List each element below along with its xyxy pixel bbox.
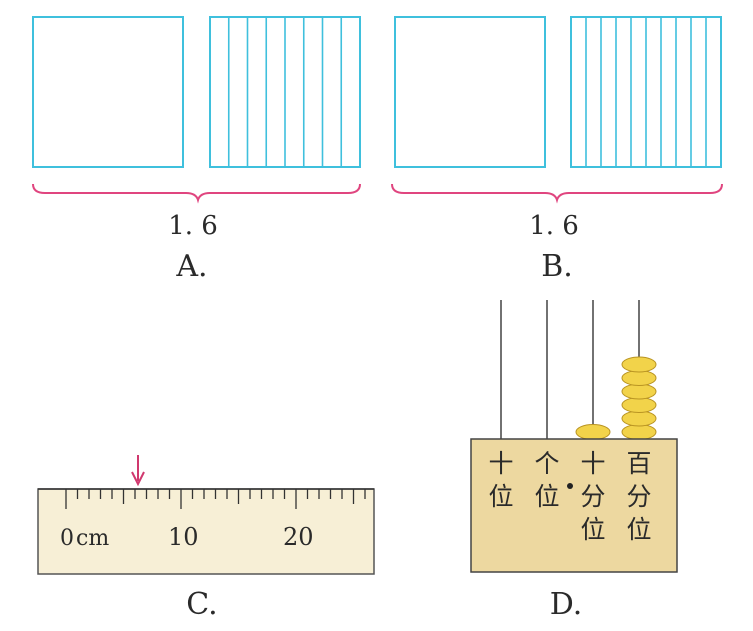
ruler-ticks	[65, 489, 366, 509]
panel-d-letter: D.	[550, 587, 583, 622]
ruler-label-zero: 0	[60, 526, 74, 551]
panel-a-squares	[32, 16, 361, 168]
ruler-arrow	[131, 455, 145, 487]
abacus-label-hundredths-1: 百	[626, 449, 651, 478]
panel-a-letter: A.	[175, 249, 207, 284]
abacus-bead	[621, 356, 657, 373]
abacus-base	[470, 438, 678, 573]
panel-a-value: 1. 6	[168, 211, 218, 241]
panel-b-letter: B.	[541, 249, 573, 284]
panel-a-strip-lines	[227, 17, 343, 167]
abacus-label-hundredths-2: 分	[626, 482, 651, 511]
abacus-bead	[621, 397, 657, 413]
ruler-label-unit: cm	[76, 526, 109, 551]
panel-a-brace	[32, 183, 361, 204]
abacus-beads	[575, 356, 657, 440]
panel-b-value: 1. 6	[529, 211, 579, 241]
abacus-bead	[621, 383, 657, 400]
panel-c-letter: C.	[186, 587, 217, 622]
panel-b-square-whole	[394, 16, 546, 168]
panel-a-square-whole	[32, 16, 184, 168]
panel-c-ruler: 0 cm 10 20	[37, 455, 375, 575]
abacus-bead	[621, 410, 657, 427]
abacus-decimal-point	[567, 483, 573, 489]
abacus-label-ones-1: 个	[534, 449, 559, 478]
abacus-label-tenths-2: 分	[580, 482, 605, 511]
panel-b-brace	[391, 183, 723, 204]
abacus-label-tenths-1: 十	[580, 449, 605, 478]
ruler-label-ten: 10	[168, 523, 199, 551]
panel-b-strip-lines	[585, 17, 707, 167]
abacus-label-tens-2: 位	[488, 482, 513, 511]
panel-b-squares	[394, 16, 722, 168]
abacus-bead	[621, 424, 657, 440]
abacus-label-tenths-3: 位	[580, 515, 605, 544]
abacus-label-ones-2: 位	[534, 482, 559, 511]
abacus-label-hundredths-3: 位	[626, 515, 651, 544]
abacus-bead	[575, 424, 611, 440]
abacus-bead	[621, 370, 657, 386]
abacus-label-tens-1: 十	[488, 449, 513, 478]
panel-d-abacus: 十 位 个 位 十 分 位 百 分 位	[470, 300, 678, 573]
ruler-label-twenty: 20	[283, 523, 314, 551]
